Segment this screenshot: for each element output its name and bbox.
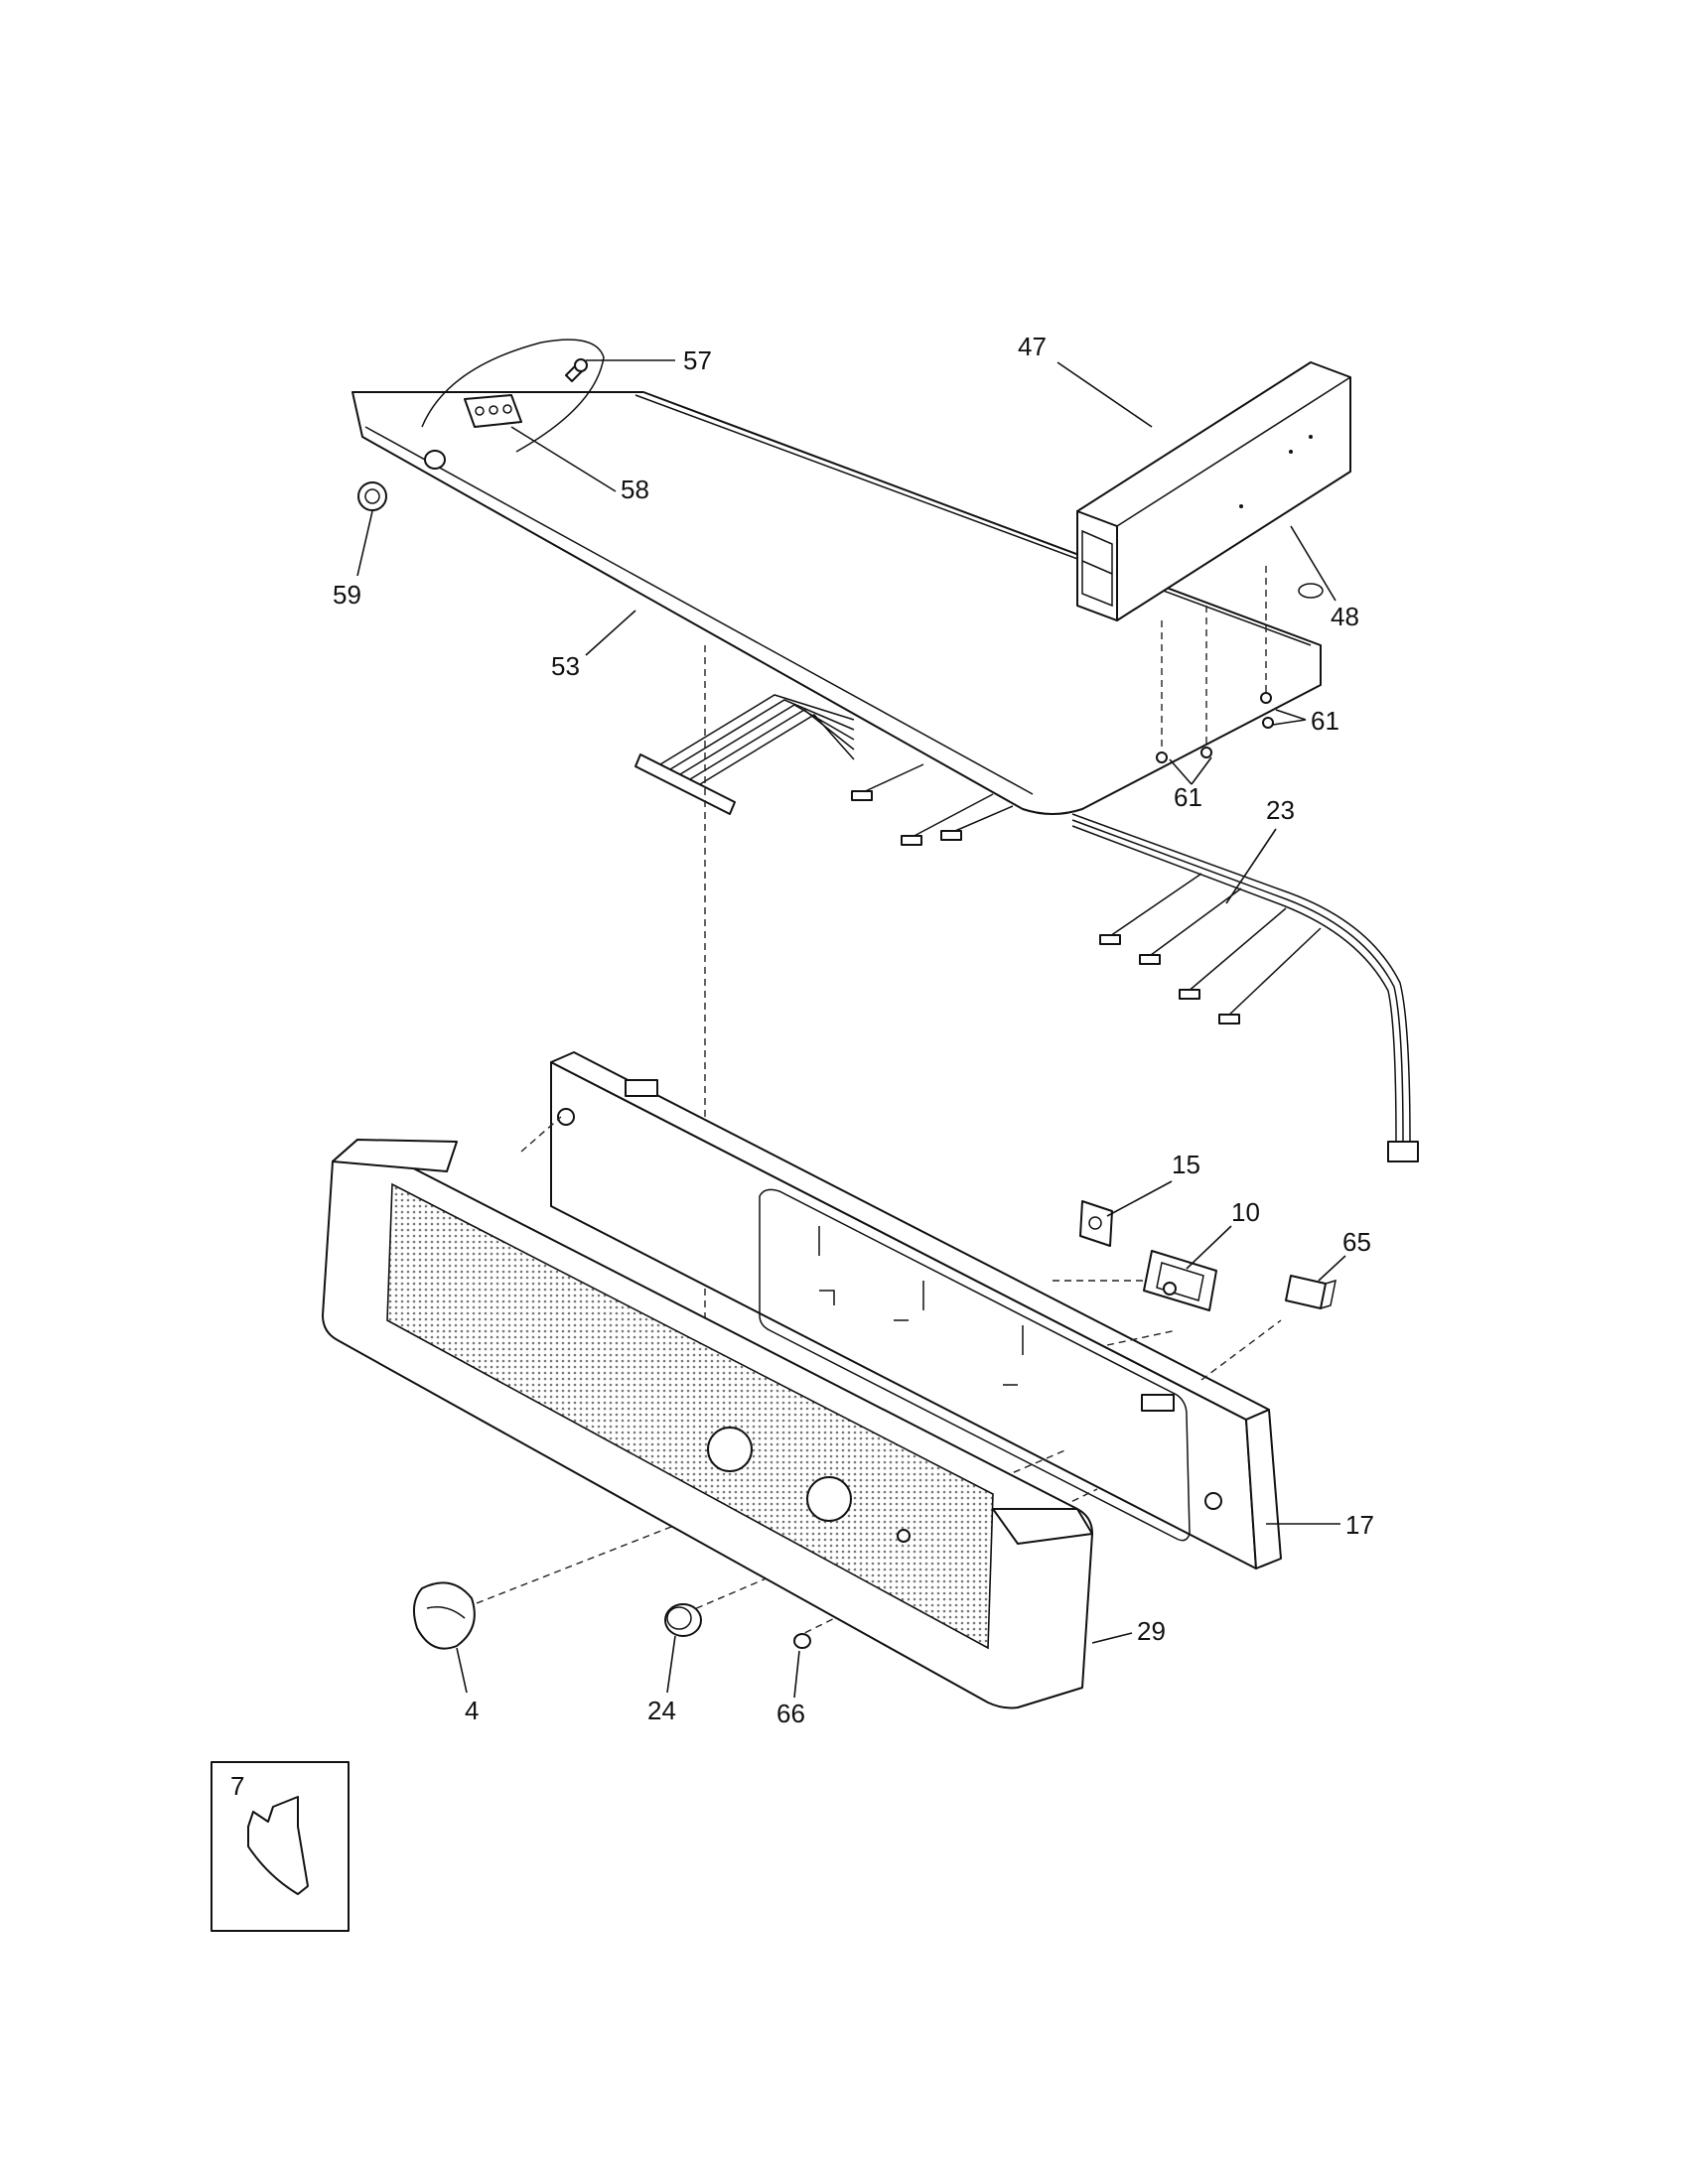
wire-connector	[634, 694, 855, 815]
callout-58: 58	[621, 475, 649, 504]
switch-15	[1079, 1200, 1113, 1247]
leader-47	[1056, 361, 1153, 428]
top-panel-53	[352, 391, 1322, 815]
leader-10	[1186, 1225, 1232, 1270]
callout-47: 47	[1018, 332, 1047, 361]
callout-17: 17	[1345, 1510, 1374, 1540]
screw-57	[565, 358, 588, 382]
leader-4	[456, 1647, 468, 1694]
leader-48	[1290, 525, 1336, 602]
callout-59: 59	[333, 580, 361, 610]
callout-48: 48	[1331, 602, 1359, 631]
bezel-24	[664, 1603, 702, 1637]
leader-65	[1318, 1255, 1346, 1282]
control-box-47	[1076, 361, 1351, 621]
leader-66	[793, 1650, 800, 1699]
plug-59	[357, 481, 387, 511]
leader-61b	[1169, 756, 1212, 785]
callout-7: 7	[230, 1771, 244, 1801]
bracket-highlight-58	[421, 339, 605, 453]
wiring-harness-23	[851, 763, 1419, 1162]
callout-57: 57	[683, 345, 712, 375]
leader-59	[356, 510, 373, 577]
leader-53	[585, 610, 636, 656]
knob-4	[412, 1581, 476, 1650]
callout-61-lower: 61	[1174, 782, 1202, 812]
callout-65: 65	[1342, 1227, 1371, 1257]
alignment-line-frame	[520, 1116, 562, 1153]
callout-15: 15	[1172, 1150, 1200, 1179]
leader-24	[666, 1635, 676, 1694]
leader-23	[1225, 828, 1277, 904]
switch-10	[1143, 1250, 1217, 1311]
callout-29: 29	[1137, 1616, 1166, 1646]
leader-58	[510, 426, 617, 492]
leader-29	[1091, 1632, 1133, 1644]
alignment-line-65	[1200, 1319, 1282, 1381]
screws-61	[1156, 566, 1324, 763]
leader-15	[1106, 1180, 1173, 1217]
callout-61-right: 61	[1311, 706, 1339, 736]
callout-4: 4	[465, 1696, 479, 1725]
callout-66: 66	[776, 1699, 805, 1728]
callout-10: 10	[1231, 1197, 1260, 1227]
switch-65	[1285, 1275, 1336, 1309]
front-trim-29	[322, 1139, 1093, 1709]
callout-53: 53	[551, 651, 580, 681]
callout-24: 24	[647, 1696, 676, 1725]
inset-box-7	[211, 1761, 350, 1932]
light-66	[793, 1633, 811, 1649]
control-panel-17	[550, 1051, 1282, 1570]
callout-23: 23	[1266, 795, 1295, 825]
leader-61a	[1272, 709, 1307, 726]
